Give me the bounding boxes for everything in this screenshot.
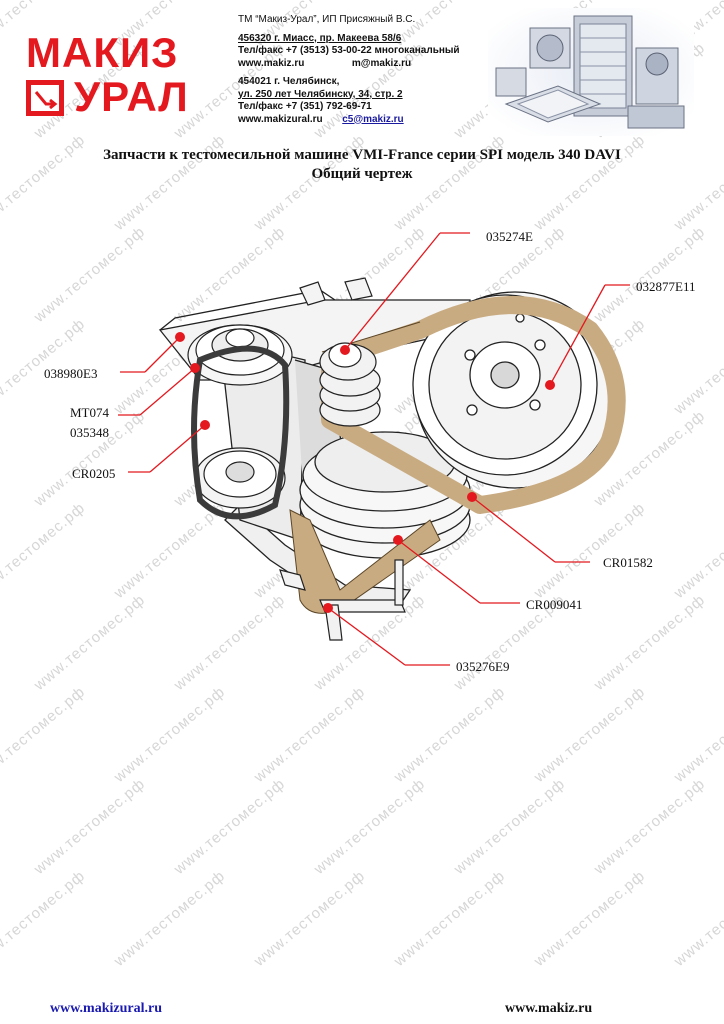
phone-chelyabinsk: Тел/факс +7 (351) 792-69-71	[238, 101, 372, 112]
title-line2: Общий чертеж	[311, 166, 413, 182]
address-miass: 456320 г. Миасс, пр. Макеева 58/6	[238, 32, 402, 44]
watermark-text: www.тестомес.рф	[170, 775, 289, 878]
callout-dots	[175, 332, 555, 613]
contacts-row-site-email: www.makiz.ru m@makiz.ru	[238, 58, 488, 71]
leader-lines	[118, 232, 630, 666]
watermark-text: www.тестомес.рф	[450, 775, 569, 878]
watermark-text: www.тестомес.рф	[670, 867, 724, 970]
large-right-pulley	[412, 291, 616, 489]
watermark-text: www.тестомес.рф	[310, 775, 429, 878]
part-label: CR0205	[72, 466, 116, 481]
email-link-m[interactable]: m@makiz.ru	[351, 57, 412, 69]
v-belt	[191, 345, 290, 520]
company-name: ТМ “Макиз-Урал”, ИП Присяжный В.С.	[238, 14, 416, 25]
part-label: CR009041	[526, 597, 583, 612]
watermark-text: www.тестомес.рф	[110, 867, 229, 970]
tension-bolt	[279, 559, 406, 641]
document-title: Запчасти к тестомесильной машине VMI-Fra…	[0, 146, 724, 184]
part-label: 035276E9	[456, 659, 510, 674]
part-label: CR01582	[603, 555, 653, 570]
upper-flat-belt	[321, 296, 626, 514]
part-label: MT074	[70, 405, 109, 420]
logo-text-line2: УРАЛ	[74, 73, 189, 120]
watermark-text: www.тестомес.рф	[30, 775, 149, 878]
address-chelyabinsk-city: 454021 г. Челябинск,	[238, 76, 340, 87]
title-line1: Запчасти к тестомесильной машине VMI-Fra…	[103, 147, 621, 163]
email-link-c5[interactable]: c5@makiz.ru	[342, 113, 404, 125]
watermark-text: www.тестомес.рф	[390, 867, 509, 970]
part-label: 035274E	[486, 229, 533, 244]
part-label: 035348	[70, 425, 109, 440]
phone-miass: Тел/факс +7 (3513) 53-00-22 многоканальн…	[238, 45, 460, 56]
contacts-block: ТМ “Макиз-Урал”, ИП Присяжный В.С. 45632…	[238, 14, 488, 126]
logo-text-line1: МАКИЗ	[26, 29, 179, 76]
part-label: 032877E11	[636, 279, 696, 294]
company-logo: МАКИЗ УРАЛ	[24, 28, 224, 120]
equipment-collage-image	[488, 8, 694, 136]
site-link-makiz[interactable]: www.makiz.ru	[238, 57, 305, 69]
contacts-row-site2-email2: www.makizural.ru c5@makiz.ru	[238, 114, 488, 127]
top-brackets	[299, 277, 373, 306]
footer-link-makizural[interactable]: www.makizural.ru	[50, 1001, 162, 1016]
assembly-drawing	[118, 232, 630, 666]
site-link-makizural[interactable]: www.makizural.ru	[238, 113, 323, 125]
logo-mark-icon	[26, 80, 64, 116]
lower-small-pulley	[194, 447, 286, 509]
spring-tensioner-pulley	[319, 342, 381, 427]
footer-link-makiz[interactable]: www.makiz.ru	[505, 1001, 593, 1016]
watermark-text: www.тестомес.рф	[250, 867, 369, 970]
watermark-text: www.тестомес.рф	[530, 867, 649, 970]
address-chelyabinsk-street: ул. 250 лет Челябинску, 34, стр. 2	[238, 88, 403, 100]
watermark-text: www.тестомес.рф	[0, 867, 89, 970]
part-label: 038980E3	[44, 366, 98, 381]
watermark-text: www.тестомес.рф	[590, 775, 709, 878]
